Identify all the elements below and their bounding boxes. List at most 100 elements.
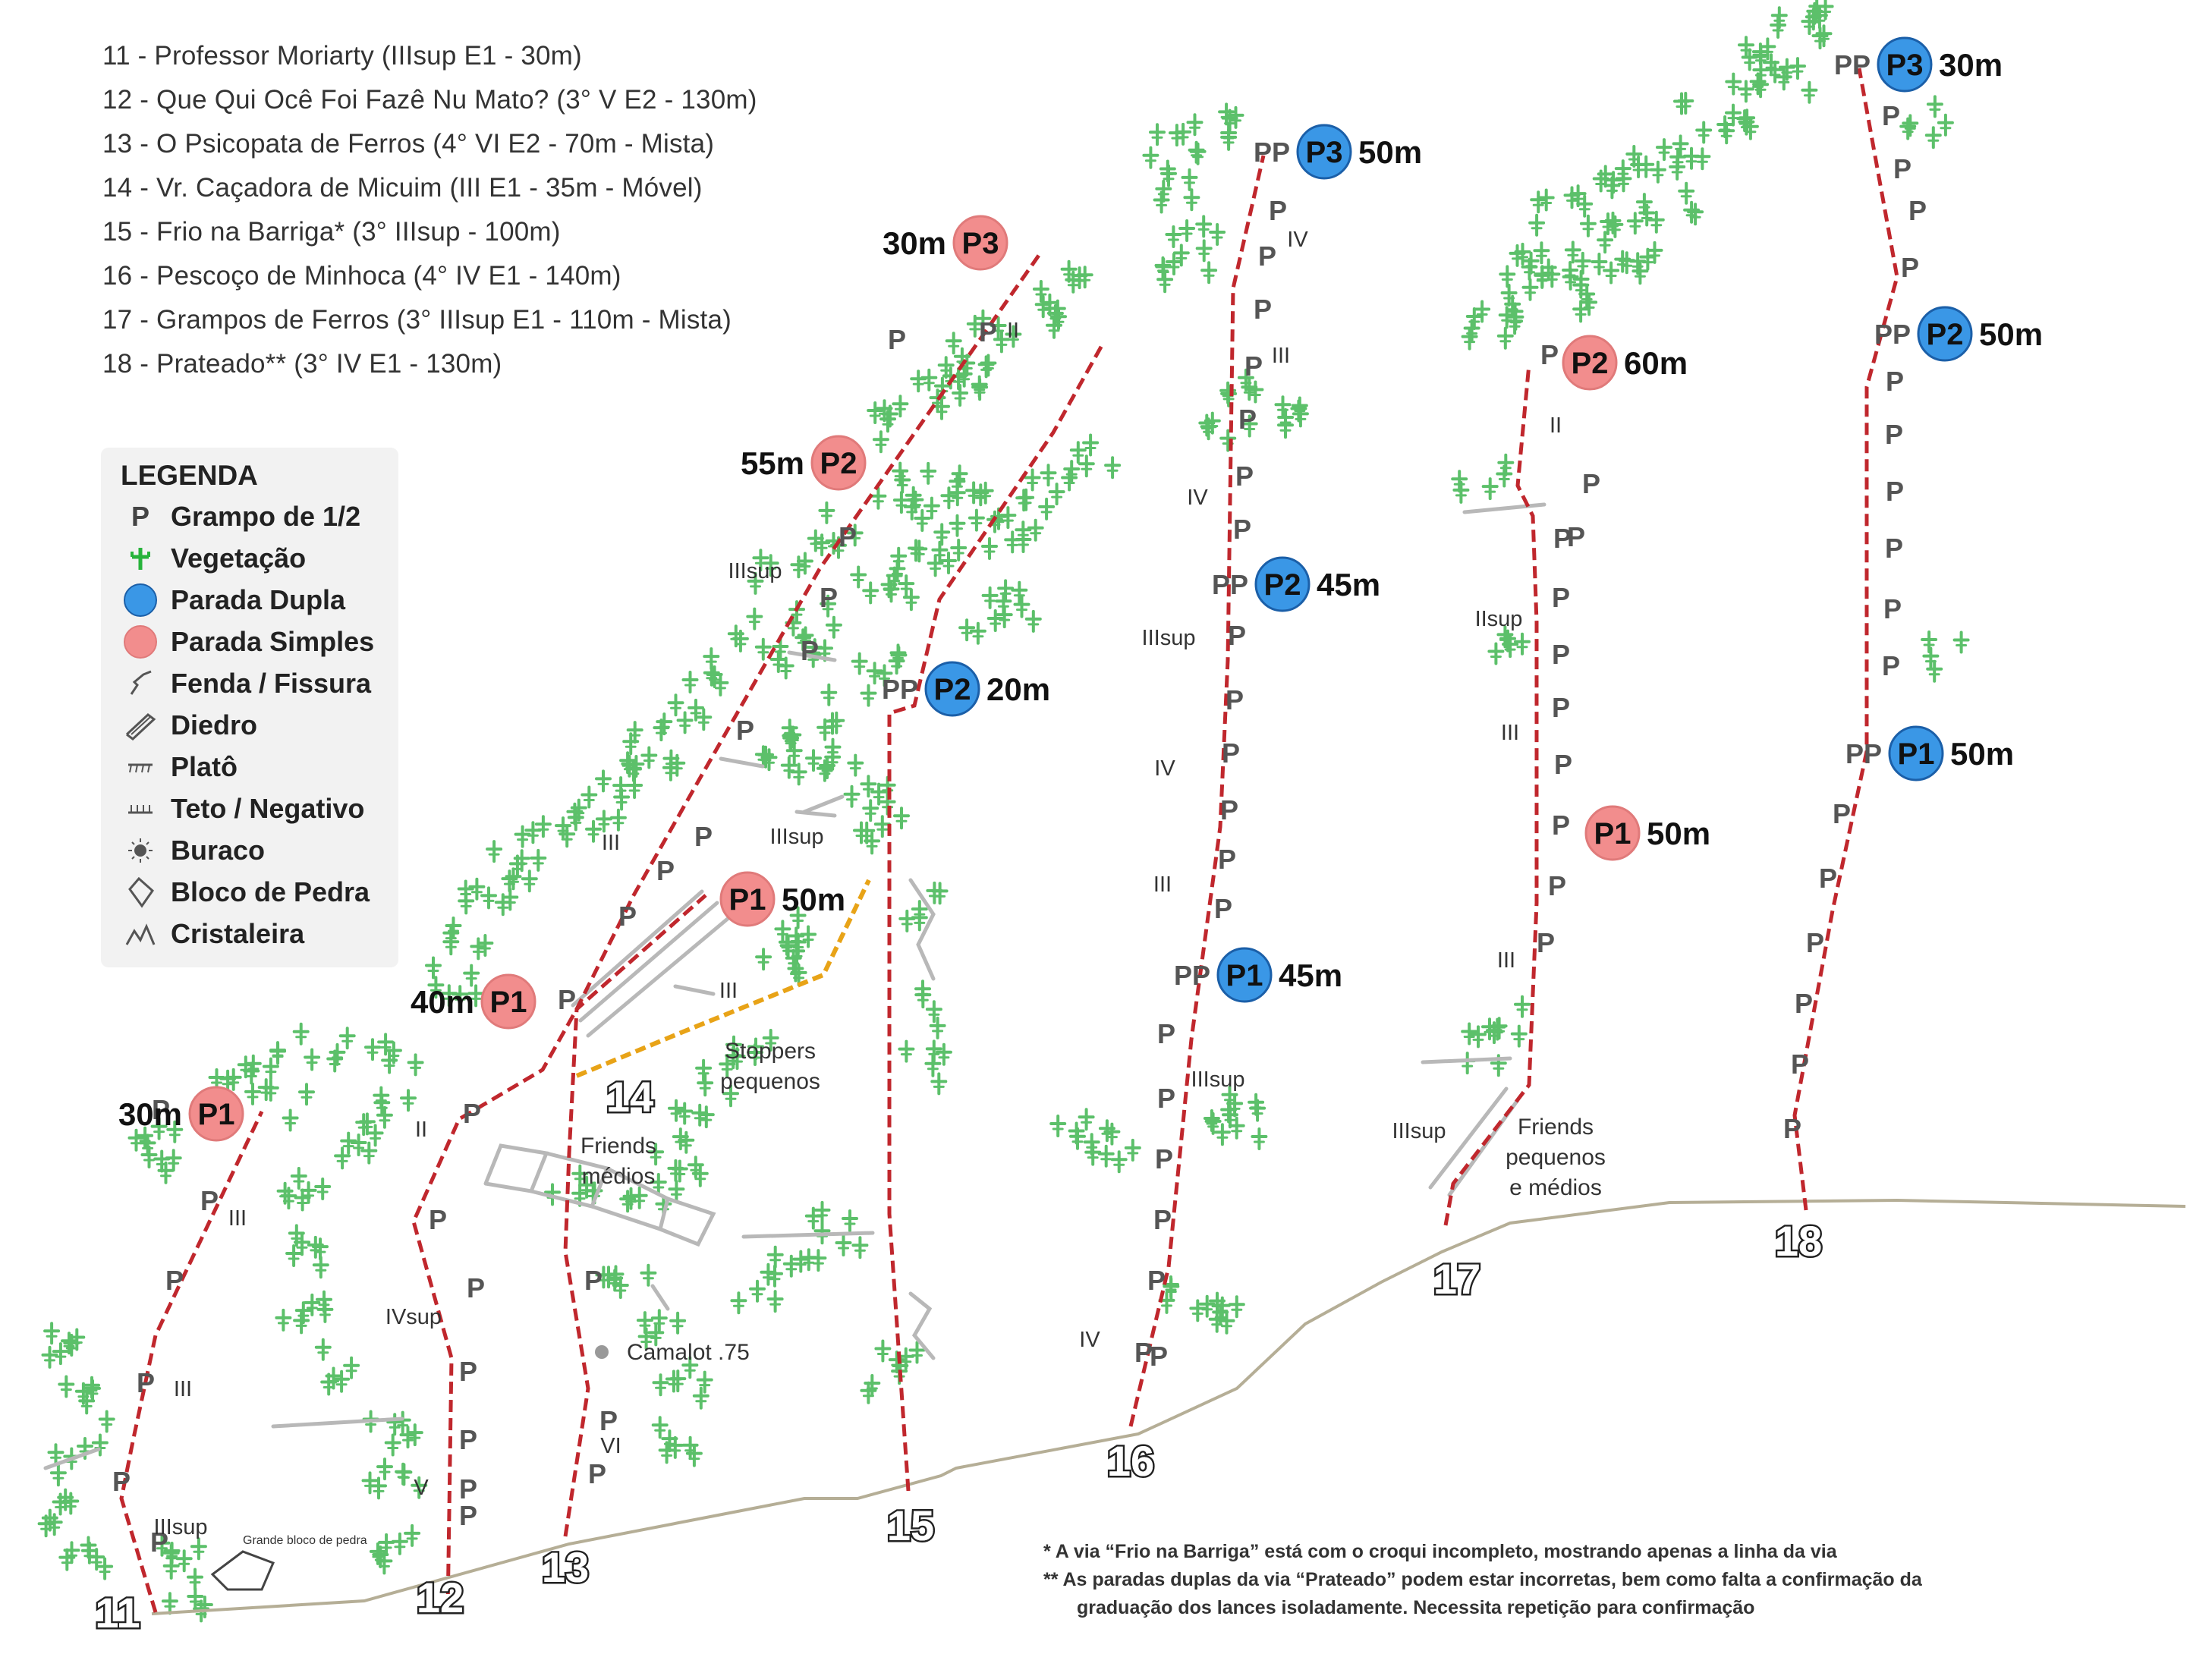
vegetation-mark [1528, 213, 1546, 237]
bolt-marker: P [1150, 1341, 1168, 1372]
bolt-marker: P [1553, 523, 1572, 554]
vegetation-mark [1656, 138, 1672, 162]
vegetation-mark [1209, 223, 1226, 246]
vegetation-mark [360, 1141, 378, 1165]
route-15-line [887, 340, 1106, 1492]
vegetation-mark [1178, 219, 1196, 242]
boulder-icon [121, 873, 160, 912]
vegetation-mark [384, 1433, 401, 1457]
bolt-marker: P [618, 901, 637, 932]
pitch-grade: IV [1154, 756, 1175, 781]
pitch-grade: IV [1187, 486, 1208, 510]
vegetation-mark [1274, 395, 1292, 419]
bolt-marker: P [1222, 737, 1240, 769]
vegetation-mark [933, 523, 951, 546]
vegetation-mark [640, 1263, 657, 1287]
bolt-marker: P [1901, 252, 1919, 283]
bolt-marker: P [1885, 419, 1903, 450]
route-list: 11 - Professor Moriarty (IIIsup E1 - 30m… [102, 34, 937, 386]
route-list-item-13: 13 - O Psicopata de Ferros (4° VI E2 - 7… [102, 129, 715, 159]
vegetation-mark [1078, 1108, 1095, 1131]
pitch-grade: V [414, 1476, 429, 1500]
pitch-grade: III [174, 1377, 192, 1401]
vegetation-mark [1510, 1024, 1528, 1048]
bolt-marker: P [801, 635, 819, 666]
vegetation-mark [851, 1236, 869, 1259]
footnote-2-cont: graduação dos lances isoladamente. Neces… [1077, 1597, 1755, 1618]
bolt-marker: P [1795, 988, 1813, 1019]
vegetation-mark [898, 1039, 915, 1063]
bolt-marker: P [736, 715, 754, 746]
route-number: 11 [95, 1589, 140, 1637]
pitch-grade: IIIsup [1191, 1068, 1245, 1092]
belay-circle [1877, 36, 1933, 93]
belay-label: P2 [820, 447, 857, 480]
vegetation-mark [1004, 530, 1021, 554]
vegetation-mark [58, 1375, 75, 1398]
vegetation-mark [190, 1537, 207, 1561]
belay-distance: 50m [1358, 134, 1422, 170]
vegetation-mark [1579, 214, 1597, 237]
bolt-marker: P [1783, 1113, 1801, 1144]
vegetation-mark [695, 1058, 713, 1082]
bolt-marker: P [1269, 195, 1287, 226]
bolt-marker: P [467, 1272, 485, 1303]
vegetation-mark [1011, 580, 1028, 604]
pitch-grade: IIIsup [154, 1515, 208, 1539]
vegetation-mark [1032, 280, 1049, 303]
double-belay-icon [121, 580, 160, 620]
bolt-marker: P [1153, 1204, 1172, 1235]
vegetation-mark [43, 1322, 61, 1345]
vegetation-mark [1499, 265, 1516, 288]
belay-circle [188, 1086, 244, 1142]
bolt-marker: P [1233, 514, 1251, 545]
vegetation-mark [873, 815, 891, 838]
route-number: 16 [1107, 1437, 1154, 1485]
vegetation-mark [262, 1057, 279, 1080]
vegetation-mark [486, 840, 503, 863]
route-17-line [1443, 363, 1539, 1226]
vegetation-mark [817, 718, 834, 741]
vegetation-mark [842, 1209, 858, 1232]
belay-label: P2 [1572, 347, 1609, 380]
vegetation-mark [1718, 121, 1735, 145]
pitch-grade: III [1497, 948, 1515, 973]
bolt-marker: P [1157, 1083, 1175, 1114]
belay-circle [1584, 805, 1641, 861]
belay-circle [924, 661, 980, 717]
vegetation-mark [850, 565, 867, 589]
vegetation-mark [898, 909, 916, 932]
vegetation-mark [851, 652, 868, 675]
vegetation-mark [1183, 188, 1200, 212]
bolt-marker: P [1819, 863, 1837, 894]
vegetation-mark [1635, 193, 1653, 216]
vegetation-mark [703, 647, 720, 671]
bolt-marker: P [1537, 927, 1555, 958]
vegetation-mark [1110, 1150, 1128, 1174]
bolt-marker: P [459, 1473, 477, 1505]
pitch-grade: IIsup [1475, 607, 1523, 631]
legend-item-hole: Buraco [121, 831, 394, 870]
legend-label: Teto / Negativo [171, 793, 365, 824]
belay-distance: 40m [411, 984, 474, 1020]
vegetation-mark [1048, 483, 1065, 506]
vegetation-mark [400, 1089, 417, 1112]
belay-bolts: PP [1212, 569, 1248, 600]
route-list-item-11: 11 - Professor Moriarty (IIIsup E1 - 30m… [102, 41, 582, 71]
vegetation-mark [968, 508, 985, 532]
legend-item-vegetation: Vegetação [121, 539, 394, 578]
legend-item-dihedral: Diedro [121, 706, 394, 745]
vegetation-mark [282, 1108, 299, 1132]
vegetation-mark [651, 1416, 669, 1439]
vegetation-mark [1695, 121, 1713, 144]
vegetation-mark [1277, 416, 1294, 439]
bolt-marker: P [1582, 468, 1600, 499]
vegetation-mark [1049, 1115, 1067, 1137]
route-number: 18 [1775, 1217, 1822, 1265]
